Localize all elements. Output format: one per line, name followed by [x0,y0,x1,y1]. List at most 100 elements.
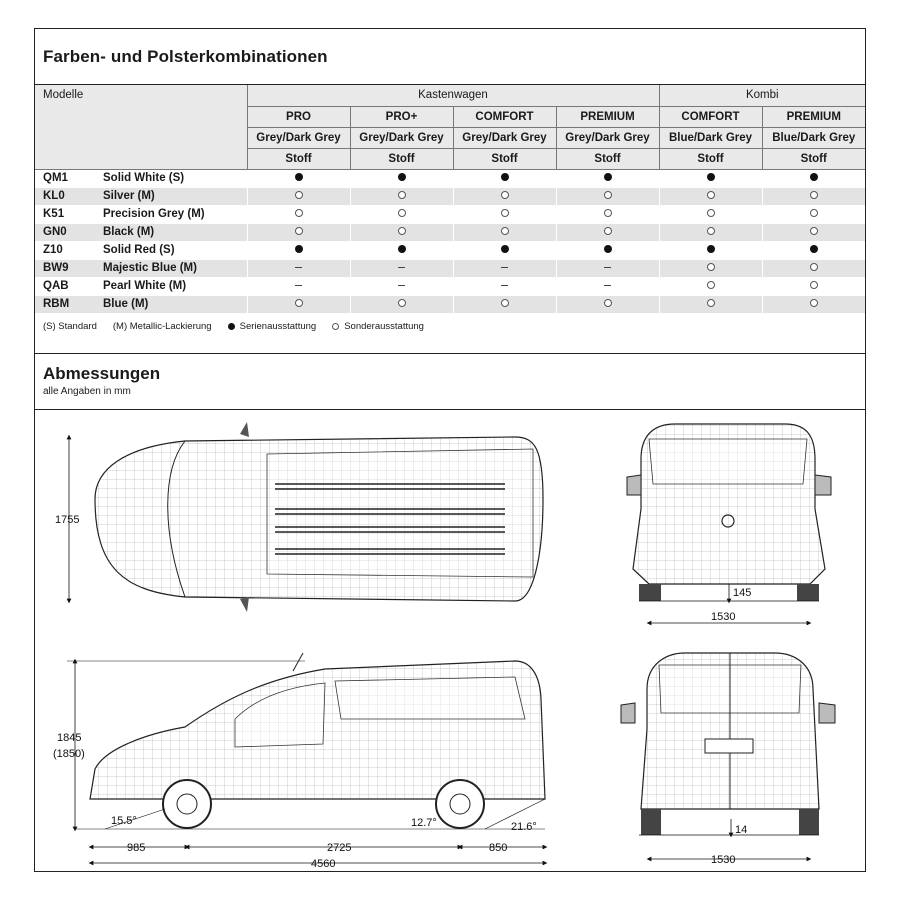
trim-header: PRO+ [349,106,453,128]
availability-cell [658,294,762,313]
color-name: Black (M) [99,222,247,241]
availability-cell [555,222,659,241]
open-dot-icon [603,299,612,308]
color-name: Majestic Blue (M) [99,258,247,277]
upholstery-header: Stoff [349,148,453,170]
availability-cell [658,258,762,277]
availability-cell [658,276,762,295]
dimension-drawings: 1755 145 1530 [53,422,836,870]
availability-cell [452,258,556,277]
interior-color-header: Grey/Dark Grey [349,127,453,149]
availability-cell [555,240,659,259]
interior-color-header: Grey/Dark Grey [246,127,350,149]
open-dot-icon [809,299,818,308]
dim-side-height: 1845 [57,732,81,744]
legend-serie-label: Serienausstattung [239,321,317,332]
open-dot-icon [500,191,509,199]
open-dot-icon [500,299,509,308]
availability-cell [349,168,453,187]
dim-rear-ground: 14 [735,824,747,836]
upholstery-header: Stoff [452,148,556,170]
availability-cell [246,240,350,259]
availability-cell [452,186,556,205]
upholstery-header: Stoff [658,148,762,170]
dash-icon [604,285,611,287]
filled-dot-icon [397,173,406,181]
interior-color-header: Blue/Dark Grey [761,127,865,149]
color-code: BW9 [35,258,99,277]
availability-cell [555,276,659,295]
filled-dot-icon [706,173,715,181]
dash-icon [398,285,405,287]
color-code: RBM [35,294,99,313]
availability-cell [658,168,762,187]
spec-sheet: Farben- und Polsterkombinationen Modelle… [34,28,866,872]
color-name: Pearl White (M) [99,276,247,295]
open-dot-icon [706,281,715,289]
availability-cell [349,258,453,277]
color-code: Z10 [35,240,99,259]
color-code: KL0 [35,186,99,205]
availability-cell [349,240,453,259]
legend-serie: Serienausstattung [227,321,317,332]
divider [35,353,865,354]
colors-title-row: Farben- und Polsterkombinationen [35,29,865,85]
trim-header: PREMIUM [761,106,865,128]
dim-top-width: 1755 [55,514,79,526]
availability-cell [349,204,453,223]
color-table: Modelle Kastenwagen Kombi PRO PRO+ COMFO… [35,85,865,313]
availability-cell [761,222,865,241]
dash-icon [295,285,302,287]
open-dot-icon [809,227,818,235]
front-view-drawing: 145 1530 [626,423,832,626]
availability-cell [555,204,659,223]
legend-sonder: Sonderausstattung [332,321,424,332]
dim-front-overhang: 985 [127,842,145,854]
filled-dot-icon [397,245,406,253]
availability-cell [452,222,556,241]
legend: (S) Standard (M) Metallic-Lackierung Ser… [43,321,424,332]
availability-cell [658,204,762,223]
color-code: K51 [35,204,99,223]
availability-cell [246,186,350,205]
availability-cell [246,204,350,223]
open-dot-icon [706,299,715,308]
availability-cell [555,186,659,205]
open-dot-icon [397,209,406,217]
side-view-drawing: 1845 (1850) 15.5° 12.7° 21.6° 985 2725 8… [53,652,548,870]
availability-cell [452,294,556,313]
color-name: Solid White (S) [99,168,247,187]
open-dot-icon [397,299,406,308]
upholstery-header: Stoff [246,148,350,170]
availability-cell [349,294,453,313]
availability-cell [658,222,762,241]
availability-cell [658,186,762,205]
availability-cell [349,222,453,241]
color-code: QM1 [35,168,99,187]
availability-cell [761,186,865,205]
dash-icon [604,267,611,269]
trim-header: PRO [246,106,350,128]
availability-cell [349,186,453,205]
open-dot-icon [603,209,612,217]
dim-length: 4560 [311,858,335,870]
availability-cell [761,204,865,223]
trim-header: PREMIUM [555,106,659,128]
group-kombi: Kombi [658,85,865,107]
open-dot-icon [706,263,715,271]
availability-cell [452,276,556,295]
open-dot-icon [603,227,612,235]
open-dot-icon [809,191,818,199]
filled-dot-icon [603,245,612,253]
dash-icon [501,267,508,269]
availability-cell [761,258,865,277]
dim-approach-angle: 15.5° [111,815,137,827]
dim-wheelbase: 2725 [327,842,351,854]
dash-icon [501,285,508,287]
availability-cell [761,240,865,259]
